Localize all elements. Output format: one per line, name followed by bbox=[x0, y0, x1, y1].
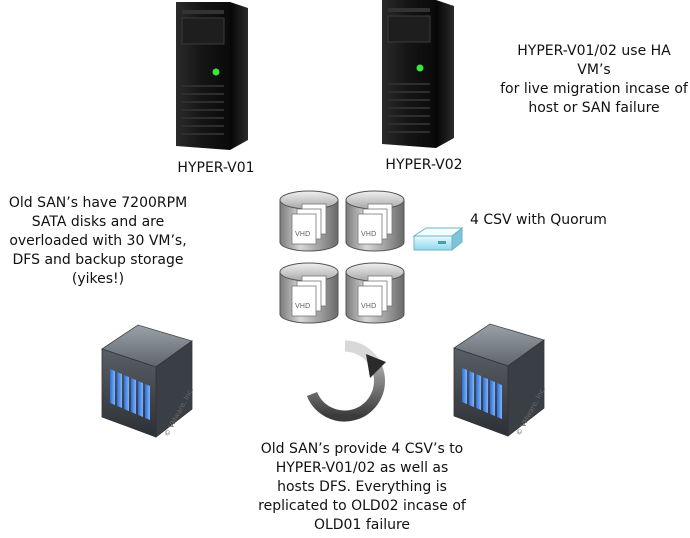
old01-san-icon: © VMware, Inc. bbox=[94, 323, 194, 441]
hyper-v01-server-icon bbox=[170, 2, 252, 150]
replication-note-line: Old SAN’s provide 4 CSV’s to bbox=[260, 441, 464, 457]
csv-disk-icon: VHD bbox=[344, 190, 406, 252]
ha-note: HYPER-V01/02 use HA VM’s for live migrat… bbox=[500, 42, 688, 118]
replication-arrow-icon bbox=[300, 336, 390, 426]
csv-disk-icon: VHD bbox=[344, 262, 406, 324]
old-san-note-line: (yikes!) bbox=[71, 271, 125, 287]
ha-note-line: HYPER-V01/02 use HA VM’s bbox=[517, 43, 671, 78]
ha-note-line: for live migration incase of bbox=[500, 81, 688, 97]
replication-note: Old SAN’s provide 4 CSV’s to HYPER-V01/0… bbox=[232, 440, 492, 535]
csv-disk-icon: VHD bbox=[278, 190, 340, 252]
vhd-label: VHD bbox=[361, 230, 376, 238]
replication-note-line: OLD01 failure bbox=[313, 517, 411, 533]
hyper-v02-label: HYPER-V02 bbox=[385, 157, 463, 173]
old02-san-icon: © VMware, Inc. bbox=[446, 322, 546, 440]
old-san-note: Old SAN’s have 7200RPM SATA disks and ar… bbox=[0, 194, 196, 289]
csv-label: 4 CSV with Quorum bbox=[470, 212, 607, 228]
hyper-v02-server-icon bbox=[376, 0, 458, 148]
old-san-note-line: Old SAN’s have 7200RPM bbox=[8, 195, 188, 211]
vhd-label: VHD bbox=[295, 302, 310, 310]
vhd-label: VHD bbox=[295, 230, 310, 238]
hyper-v01-label: HYPER-V01 bbox=[177, 160, 255, 176]
quorum-disk-icon bbox=[412, 224, 464, 254]
old-san-note-line: DFS and backup storage bbox=[12, 252, 184, 268]
ha-note-line: host or SAN failure bbox=[528, 100, 660, 116]
vhd-label: VHD bbox=[361, 302, 376, 310]
replication-note-line: HYPER-V01/02 as well as bbox=[275, 460, 449, 476]
csv-disk-icon: VHD bbox=[278, 262, 340, 324]
old-san-note-line: overloaded with 30 VM’s, bbox=[9, 233, 187, 249]
old-san-note-line: SATA disks and are bbox=[31, 214, 165, 230]
replication-note-line: replicated to OLD02 incase of bbox=[258, 498, 466, 514]
replication-note-line: hosts DFS. Everything is bbox=[277, 479, 447, 495]
